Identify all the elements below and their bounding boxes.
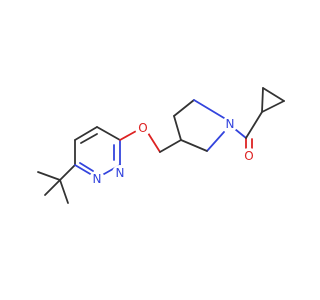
ether-oxygen-label: O [138, 121, 147, 135]
cyclopropyl-carbonyl-group [229, 87, 285, 149]
pyridazine-nitrogen-label-2: N [93, 172, 102, 186]
ether-linkage [119, 129, 182, 153]
atom-labels: O N O N N [89, 116, 257, 187]
pyrrolidine-ring [173, 99, 225, 152]
tert-butyl-group [37, 164, 76, 204]
molecule-structure: O N O N N [37, 87, 285, 204]
pyrrolidine-nitrogen-label: N [226, 117, 235, 131]
carbonyl-oxygen-label: O [244, 149, 253, 163]
pyridazine-nitrogen-label-1: N [116, 166, 125, 180]
